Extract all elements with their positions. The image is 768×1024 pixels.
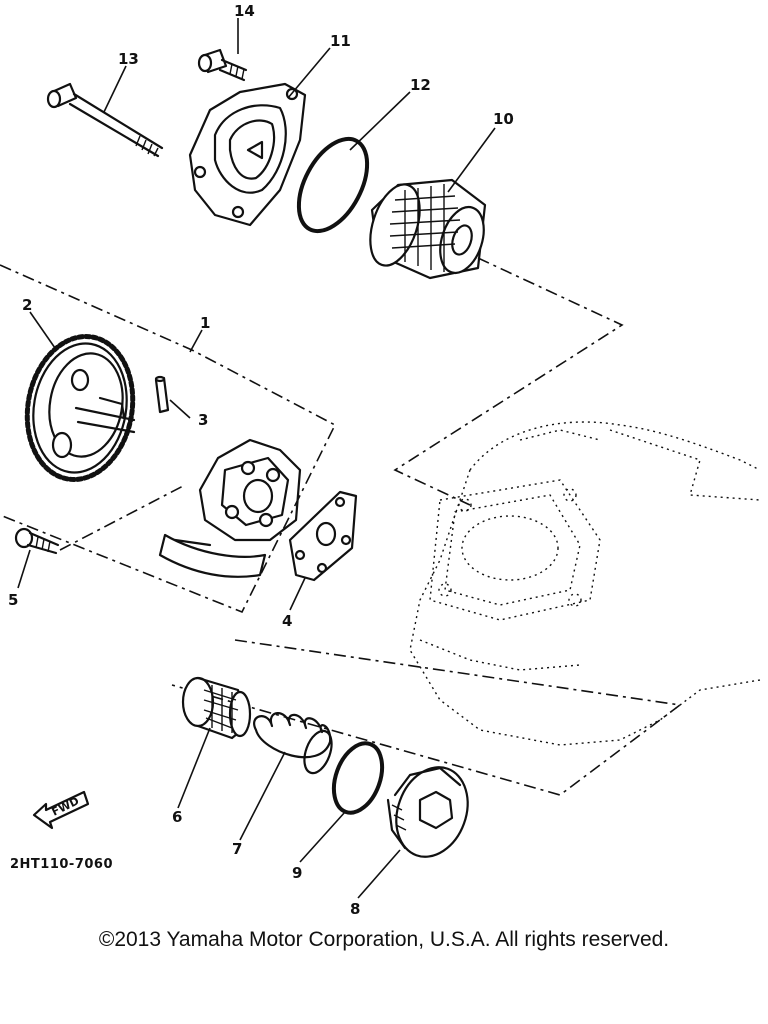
- long-bolt: [46, 82, 164, 158]
- leader-lines: [17, 18, 496, 899]
- part-label-12: 12: [410, 76, 431, 94]
- pump-drive-gear: [24, 334, 136, 482]
- assembly-boundary-lines: [0, 257, 683, 796]
- part-label-4: 4: [282, 612, 292, 630]
- pan-screw: [14, 527, 60, 555]
- filter-cover: [188, 82, 307, 227]
- part-label-13: 13: [118, 50, 139, 68]
- diagram-code: 2HT110-7060: [10, 857, 113, 872]
- o-ring-large: [296, 136, 370, 234]
- part-label-1: 1: [200, 314, 210, 332]
- compression-spring: [253, 712, 333, 775]
- part-label-8: 8: [350, 900, 360, 918]
- oil-filter-element: [369, 178, 487, 280]
- part-number-labels: 14 13 11 12 10 1 2 3 5 4 6 7 9 8: [8, 2, 514, 918]
- part-label-5: 5: [8, 591, 18, 609]
- dowel-pin: [154, 375, 170, 414]
- o-ring-small: [331, 741, 385, 815]
- forward-direction-arrow: FWD: [32, 790, 90, 830]
- drain-plug: [386, 766, 469, 858]
- part-label-10: 10: [493, 110, 514, 128]
- part-label-6: 6: [172, 808, 182, 826]
- part-label-2: 2: [22, 296, 32, 314]
- short-bolt: [197, 48, 248, 82]
- part-label-9: 9: [292, 864, 302, 882]
- crankcase-outline: [409, 421, 761, 746]
- copyright-notice: ©2013 Yamaha Motor Corporation, U.S.A. A…: [98, 928, 670, 951]
- part-label-11: 11: [330, 32, 351, 50]
- oil-strainer: [181, 676, 252, 740]
- part-label-3: 3: [198, 411, 208, 429]
- pump-gasket: [288, 490, 358, 582]
- part-label-14: 14: [234, 2, 255, 20]
- part-label-7: 7: [232, 840, 242, 858]
- oil-pump-body: [158, 438, 302, 578]
